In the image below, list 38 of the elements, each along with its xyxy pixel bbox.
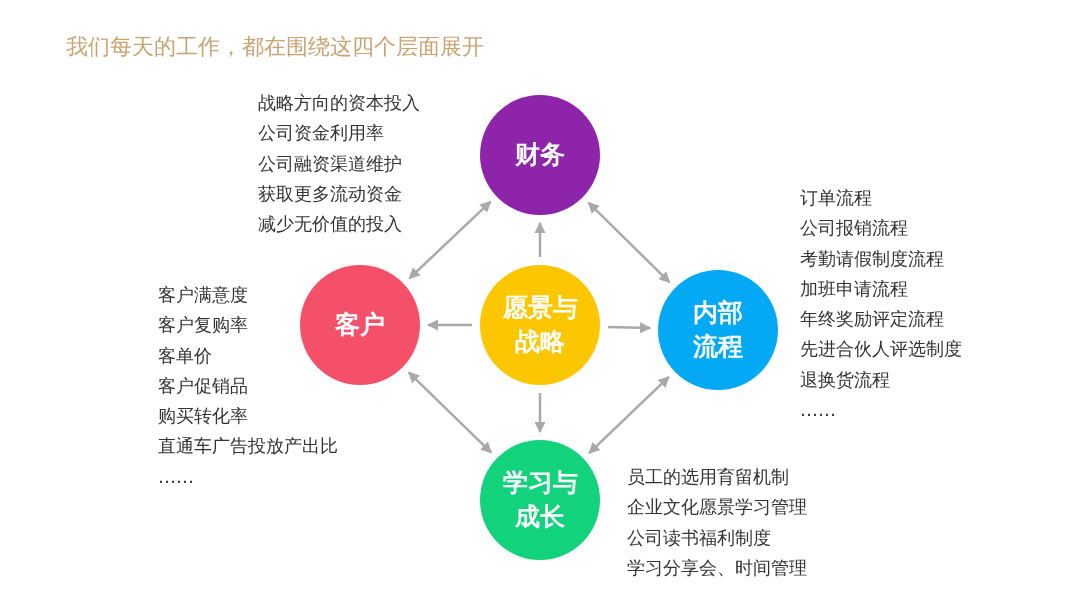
- arrow: [407, 371, 493, 454]
- arrow: [587, 201, 671, 284]
- node-label: 财务: [514, 139, 566, 172]
- list-item: 减少无价值的投入: [258, 212, 403, 237]
- list-item: 企业文化愿景学习管理: [627, 495, 807, 520]
- node-label: 学习与成长: [501, 467, 579, 533]
- list-item: 公司融资渠道维护: [258, 151, 403, 176]
- list-item: 购买转化率: [158, 404, 249, 429]
- list-item: 订单流程: [800, 186, 873, 210]
- arrow: [408, 200, 492, 280]
- list-item: 获取更多流动资金: [258, 181, 403, 206]
- list-item: 客户满意度: [158, 283, 249, 307]
- arrow: [426, 319, 472, 331]
- title: 我们每天的工作，都在围绕这四个层面展开: [66, 33, 484, 61]
- list-item: ……: [800, 398, 837, 423]
- list-item: 先进合伙人评选制度: [800, 337, 962, 362]
- list-item: 客户复购率: [158, 313, 249, 338]
- list-item: 客单价: [158, 343, 213, 368]
- node-label: 客户: [334, 309, 386, 342]
- list-item: 退换货流程: [800, 367, 891, 392]
- arrow: [534, 393, 546, 434]
- list-item: 年终奖励评定流程: [800, 307, 945, 332]
- list-item: 公司读书福利制度: [627, 525, 772, 550]
- list-item: 员工的选用育留机制: [627, 465, 790, 489]
- list-item: ……: [158, 464, 195, 489]
- list-item: 客户促销品: [158, 373, 249, 398]
- arrow: [534, 221, 546, 257]
- list-item: 公司报销流程: [800, 216, 909, 241]
- list-item: 战略方向的资本投入: [258, 91, 420, 115]
- arrow: [588, 376, 670, 454]
- list-item: 学习分享会、时间管理: [627, 555, 807, 580]
- list-item: 考勤请假制度流程: [800, 246, 945, 271]
- arrow: [607, 322, 652, 334]
- node-label: 愿景与战略: [501, 292, 579, 358]
- list-item: 公司资金利用率: [258, 121, 385, 146]
- node-label: 内部流程: [692, 297, 744, 363]
- list-item: 加班申请流程: [800, 276, 909, 301]
- list-item: 直通车广告投放产出比: [158, 434, 338, 459]
